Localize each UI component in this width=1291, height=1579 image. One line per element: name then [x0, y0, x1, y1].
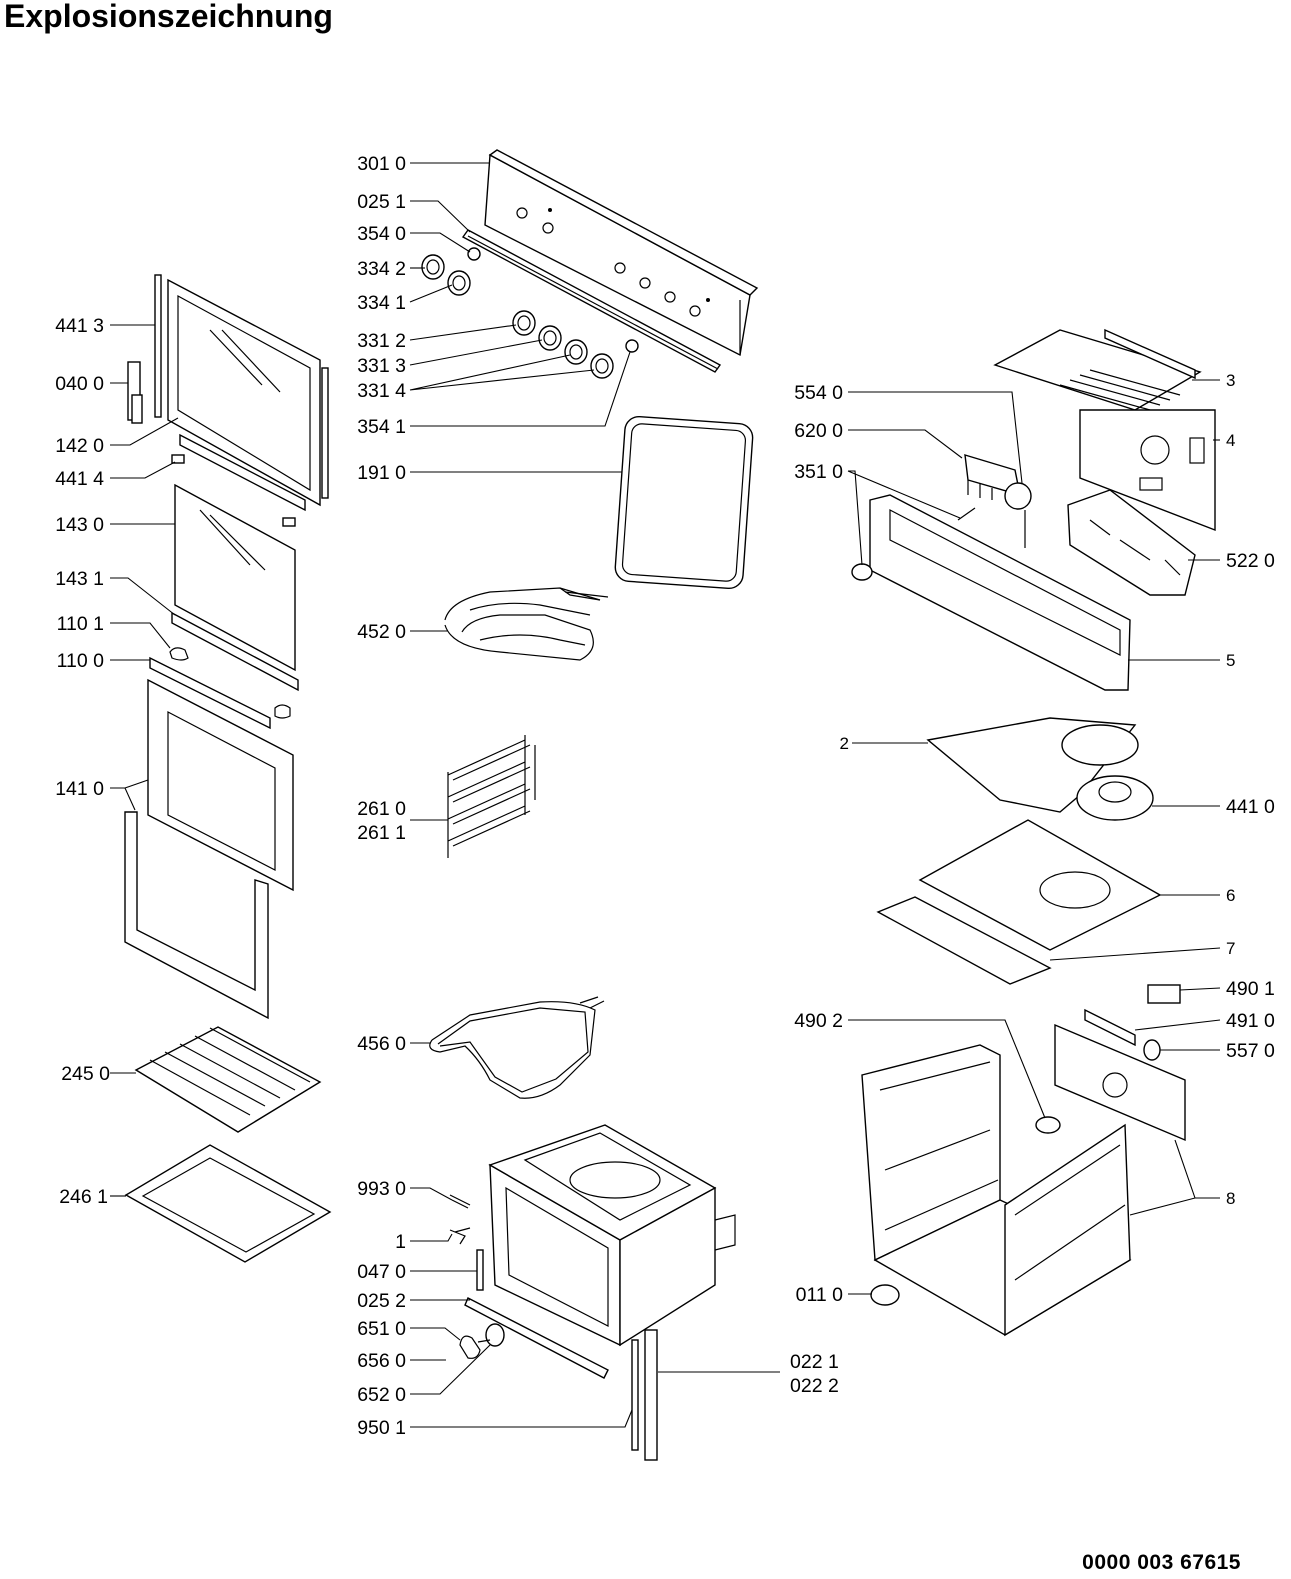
control-frame-5	[851, 494, 1131, 691]
label-2: 2	[840, 734, 849, 753]
label-656-0: 656 0	[357, 1350, 406, 1372]
label-620-0: 620 0	[794, 420, 843, 442]
label-522-0: 522 0	[1226, 550, 1275, 572]
grill-element	[444, 587, 609, 661]
label-261-1: 261 1	[357, 822, 406, 844]
control-panel	[484, 149, 759, 357]
door-spacer-strip	[171, 433, 306, 527]
part-labels: 301 0 025 1 354 0 334 2 334 1 331 2 331 …	[55, 153, 849, 1439]
label-110-0: 110 0	[57, 650, 105, 672]
label-993-0: 993 0	[357, 1178, 406, 1200]
label-8: 8	[1226, 1189, 1235, 1208]
housing-8	[861, 1044, 1132, 1337]
baking-tray-246	[124, 1144, 332, 1263]
label-331-2: 331 2	[357, 330, 406, 352]
knobs-331	[512, 310, 639, 379]
knob-small-top	[467, 247, 481, 261]
label-142-0: 142 0	[55, 435, 104, 457]
foot-011	[870, 1284, 900, 1306]
label-351-0: 351 0	[794, 461, 843, 483]
label-331-3: 331 3	[357, 355, 406, 377]
label-1: 1	[395, 1231, 406, 1253]
label-490-1: 490 1	[1226, 978, 1275, 1000]
fan-motor-441	[1076, 775, 1154, 821]
label-334-2: 334 2	[357, 258, 406, 280]
label-245-0: 245 0	[61, 1063, 110, 1085]
inner-glass-143	[171, 483, 299, 692]
shelf-rails	[447, 735, 536, 858]
wire-rack-245	[134, 1026, 322, 1133]
label-554-0: 554 0	[794, 382, 843, 404]
page-title: Explosionszeichnung	[4, 0, 333, 34]
back-panel-4	[1079, 409, 1216, 532]
label-354-1: 354 1	[357, 416, 406, 438]
switch-620	[964, 454, 1021, 500]
label-6: 6	[1226, 886, 1235, 905]
document-number: 0000 003 67615	[1082, 1551, 1241, 1574]
label-452-0: 452 0	[357, 621, 406, 643]
door-frame-142	[154, 274, 329, 507]
label-143-0: 143 0	[55, 514, 104, 536]
label-950-1: 950 1	[357, 1417, 406, 1439]
label-143-1: 143 1	[55, 568, 104, 590]
label-557-0: 557 0	[1226, 1040, 1275, 1062]
label-441-3: 441 3	[55, 315, 104, 337]
label-3: 3	[1226, 371, 1235, 390]
label-331-4: 331 4	[357, 380, 406, 402]
label-047-0: 047 0	[357, 1261, 406, 1283]
label-490-2: 490 2	[794, 1010, 843, 1032]
label-141-0: 141 0	[55, 778, 104, 800]
label-354-0: 354 0	[357, 223, 406, 245]
label-491-0: 491 0	[1226, 1010, 1275, 1032]
label-022-2: 022 2	[790, 1375, 839, 1397]
label-191-0: 191 0	[357, 462, 406, 484]
label-025-2: 025 2	[357, 1290, 406, 1312]
label-022-1: 022 1	[790, 1351, 839, 1373]
door-seal	[614, 415, 754, 590]
label-040-0: 040 0	[55, 373, 104, 395]
label-651-0: 651 0	[357, 1318, 406, 1340]
label-4: 4	[1226, 431, 1235, 450]
label-025-1: 025 1	[357, 191, 406, 213]
side-rail-950	[631, 1329, 658, 1461]
label-441-4: 441 4	[55, 468, 104, 490]
label-011-0: 011 0	[796, 1284, 844, 1306]
hinge-040	[127, 361, 143, 424]
small-parts-490-557	[1035, 984, 1186, 1142]
label-261-0: 261 0	[357, 798, 406, 820]
top-cover-3	[993, 328, 1202, 411]
label-246-1: 246 1	[59, 1186, 108, 1208]
door-bracket-110	[149, 647, 291, 730]
leader-lines	[110, 162, 1221, 1428]
thermostat-554	[1004, 482, 1032, 548]
label-441-0: 441 0	[1226, 796, 1275, 818]
label-5: 5	[1226, 651, 1235, 670]
label-7: 7	[1226, 939, 1235, 958]
label-334-1: 334 1	[357, 292, 406, 314]
part-labels-right: 022 1 022 2 3 4 522 0 5 441 0 6 7 490 1 …	[790, 371, 1275, 1397]
label-652-0: 652 0	[357, 1384, 406, 1406]
knobs-334	[421, 254, 471, 296]
outer-door-141	[124, 678, 294, 1020]
timer-module-522	[1067, 489, 1196, 596]
lower-heating-element	[429, 996, 605, 1099]
small-parts-bottom	[449, 1194, 609, 1379]
label-456-0: 456 0	[357, 1033, 406, 1055]
label-110-1: 110 1	[57, 613, 104, 635]
panel-rail	[461, 229, 722, 373]
oven-cavity	[488, 1124, 736, 1347]
label-301-0: 301 0	[357, 153, 406, 175]
bottom-plate-7	[876, 896, 1052, 985]
